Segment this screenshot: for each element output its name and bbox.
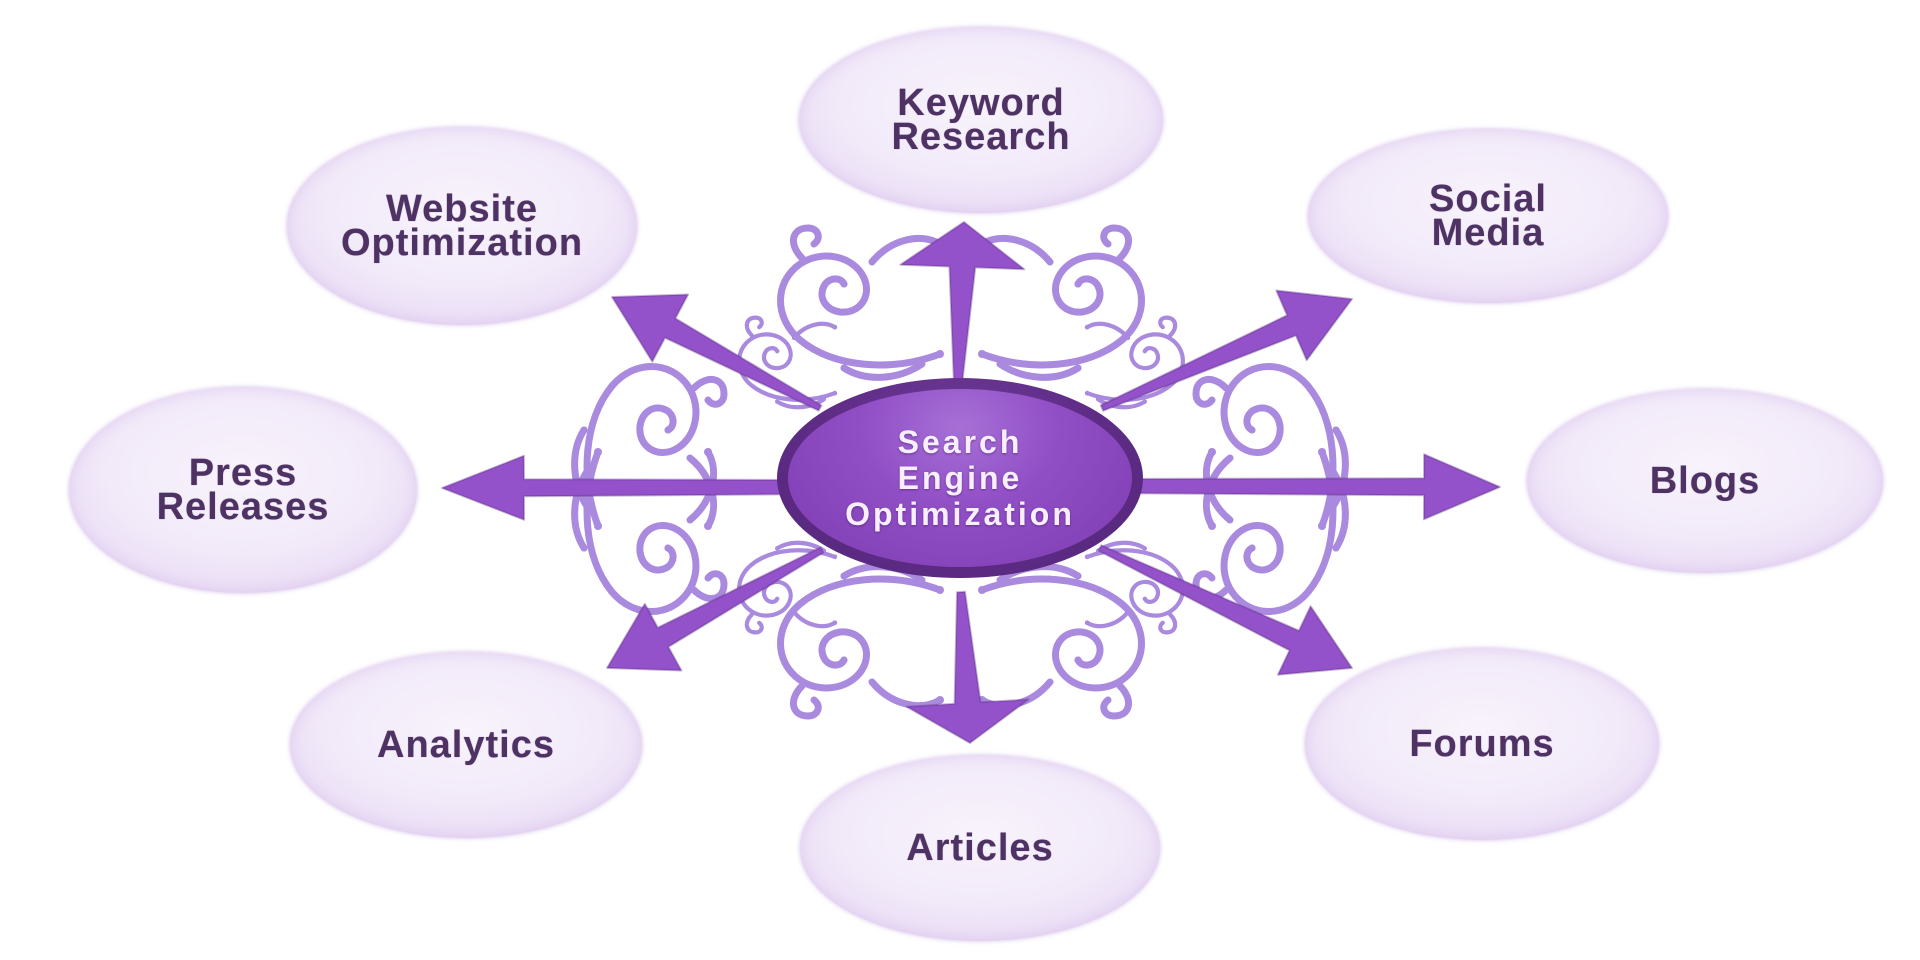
- node-label: Blogs: [1649, 460, 1761, 502]
- flourish-ornament: [978, 567, 1142, 716]
- node-social-media: Social Media: [1308, 129, 1668, 303]
- arrow-right: [1084, 453, 1501, 521]
- node-analytics: Analytics: [290, 652, 642, 838]
- arrow-lower-right: [1097, 544, 1353, 676]
- center-label: Search Engine Optimization: [845, 424, 1075, 532]
- node-label: Releases: [156, 486, 330, 528]
- arrow-down: [905, 590, 1030, 744]
- flourish-ornament: [781, 567, 945, 716]
- node-label: Media: [1431, 212, 1545, 254]
- node-label: Optimization: [340, 222, 584, 264]
- center-label-line: Optimization: [845, 496, 1075, 532]
- node-label: Forums: [1409, 723, 1555, 765]
- node-label: Social: [1429, 178, 1547, 220]
- node-articles: Articles: [800, 755, 1160, 941]
- node-website-optimization: Website Optimization: [287, 127, 637, 325]
- arrow-upper-right: [1099, 289, 1353, 412]
- node-label: Research: [891, 116, 1071, 158]
- flourish-ornament: [781, 228, 945, 377]
- node-label: Articles: [906, 827, 1054, 869]
- node-label: Press: [188, 452, 298, 494]
- flourish-ornament: [978, 228, 1142, 377]
- node-keyword-research: Keyword Research: [799, 27, 1163, 213]
- arrow-upper-left: [611, 293, 823, 412]
- node-blogs: Blogs: [1527, 389, 1883, 573]
- node-forums: Forums: [1305, 648, 1659, 840]
- node-press-releases: Press Releases: [69, 387, 417, 593]
- arrow-left: [441, 454, 836, 521]
- arrow-lower-left: [606, 546, 825, 672]
- center-label-line: Search: [897, 424, 1023, 460]
- node-label: Keyword: [897, 82, 1065, 124]
- node-label: Website: [385, 188, 538, 230]
- center-label-line: Engine: [897, 460, 1023, 496]
- node-label: Analytics: [377, 724, 555, 766]
- arrow-group: [441, 221, 1501, 744]
- center-node-seo: Search Engine Optimization: [777, 378, 1143, 578]
